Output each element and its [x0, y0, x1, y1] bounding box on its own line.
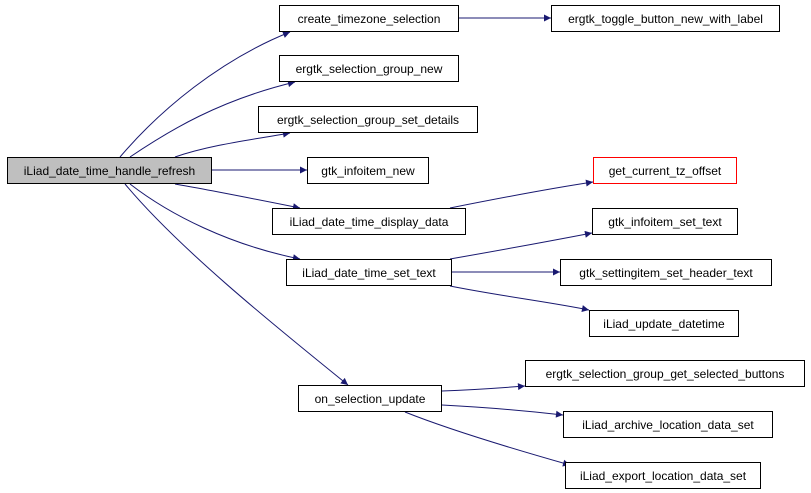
node-archive[interactable]: iLiad_archive_location_data_set: [563, 411, 773, 438]
node-label: iLiad_export_location_data_set: [579, 468, 747, 483]
edge-root-to-sel_new: [129, 80, 296, 158]
node-tz-offset[interactable]: get_current_tz_offset: [593, 157, 737, 184]
node-label: gtk_infoitem_set_text: [608, 214, 722, 229]
node-label: iLiad_update_datetime: [603, 316, 725, 331]
edge-set_text-to-info_set: [449, 230, 593, 260]
node-sel-new[interactable]: ergtk_selection_group_new: [279, 55, 459, 82]
edge-root-to-create_tz: [119, 31, 291, 158]
node-info-new[interactable]: gtk_infoitem_new: [307, 157, 429, 184]
node-label: iLiad_date_time_set_text: [302, 265, 436, 280]
edge-on_sel-to-export: [404, 411, 571, 467]
node-label: ergtk_selection_group_new: [295, 61, 443, 76]
node-set-text[interactable]: iLiad_date_time_set_text: [286, 259, 452, 286]
node-upd-dt[interactable]: iLiad_update_datetime: [589, 310, 739, 337]
node-on-sel[interactable]: on_selection_update: [298, 385, 442, 412]
node-label: iLiad_date_time_handle_refresh: [23, 163, 196, 178]
node-label: get_current_tz_offset: [608, 163, 722, 178]
edge-root-to-on_sel: [124, 183, 349, 386]
edge-root-to-display: [174, 183, 301, 211]
node-label: on_selection_update: [314, 391, 426, 406]
node-label: iLiad_archive_location_data_set: [582, 417, 754, 432]
node-toggle[interactable]: ergtk_toggle_button_new_with_label: [551, 5, 780, 32]
node-label: iLiad_date_time_display_data: [289, 214, 449, 229]
node-label: ergtk_toggle_button_new_with_label: [568, 11, 763, 26]
node-label: gtk_infoitem_new: [321, 163, 415, 178]
edge-display-to-tz_offset: [449, 179, 594, 209]
node-create-tz[interactable]: create_timezone_selection: [279, 5, 459, 32]
node-get-sel[interactable]: ergtk_selection_group_get_selected_butto…: [525, 360, 805, 387]
node-label: ergtk_selection_group_get_selected_butto…: [545, 366, 785, 381]
node-label: gtk_settingitem_set_header_text: [579, 265, 753, 280]
node-header[interactable]: gtk_settingitem_set_header_text: [560, 259, 772, 286]
node-label: create_timezone_selection: [297, 11, 441, 26]
node-export[interactable]: iLiad_export_location_data_set: [565, 462, 761, 489]
edge-on_sel-to-archive: [441, 404, 564, 418]
edge-root-to-set_text: [129, 183, 301, 262]
node-root[interactable]: iLiad_date_time_handle_refresh: [7, 157, 212, 184]
node-label: ergtk_selection_group_set_details: [276, 112, 460, 127]
edge-root-to-sel_details: [174, 130, 291, 158]
node-sel-details[interactable]: ergtk_selection_group_set_details: [258, 106, 478, 133]
node-info-set[interactable]: gtk_infoitem_set_text: [592, 208, 738, 235]
edge-on_sel-to-get_sel: [441, 383, 526, 392]
edge-set_text-to-upd_dt: [449, 285, 590, 313]
node-display[interactable]: iLiad_date_time_display_data: [272, 208, 466, 235]
